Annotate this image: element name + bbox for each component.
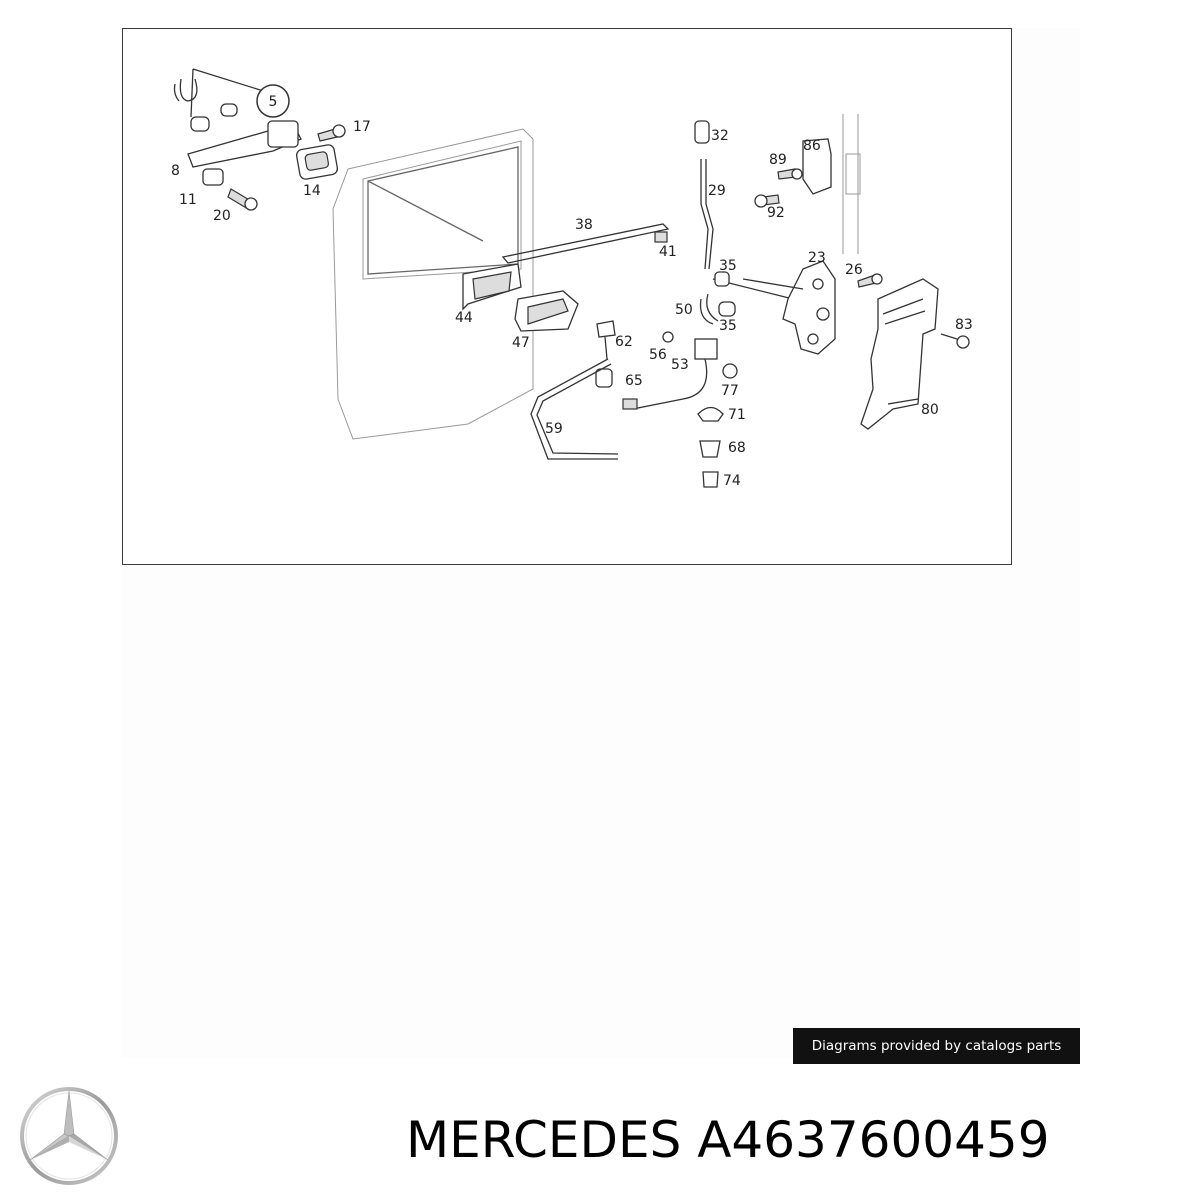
callout-50: 50 [675,302,693,318]
callout-68: 68 [728,440,746,456]
linkage-rods [501,120,794,300]
striker-assembly [754,138,832,208]
callout-14: 14 [303,183,321,199]
parts-diagram-drawing: 5 17 8 14 11 20 32 86 89 29 92 38 41 23 … [171,68,973,489]
callout-38: 38 [575,217,593,233]
credit-badge: Diagrams provided by catalogs parts [793,1028,1080,1064]
callout-77: 77 [721,383,739,399]
callout-8: 8 [171,163,180,179]
actuator-parts [595,320,738,488]
retaining-strap [530,358,619,460]
callout-71: 71 [728,407,746,423]
outer-handle-assembly [173,68,346,211]
bushings-and-clip [699,271,736,325]
callout-29: 29 [708,183,726,199]
callout-62: 62 [615,334,633,350]
callout-23: 23 [808,250,826,266]
door-lock [742,260,883,355]
callout-labels: 5 17 8 14 11 20 32 86 89 29 92 38 41 23 … [171,94,973,489]
callout-86: 86 [803,138,821,154]
callout-56: 56 [649,347,667,363]
callout-65: 65 [625,373,643,389]
mercedes-star-logo-icon [20,1087,118,1185]
callout-44: 44 [455,310,473,326]
callout-35: 35 [719,258,737,274]
callout-83: 83 [955,317,973,333]
callout-circle-5 [256,84,290,118]
callout-80: 80 [921,402,939,418]
callout-11: 11 [179,192,197,208]
callout-20: 20 [213,208,231,224]
callout-89: 89 [769,152,787,168]
callout-5: 5 [269,94,278,110]
callout-26: 26 [845,262,863,278]
callout-92: 92 [767,205,785,221]
callout-59: 59 [545,421,563,437]
callout-35b: 35 [719,318,737,334]
lock-guide [860,278,970,430]
callout-53: 53 [671,357,689,373]
inner-handle-assembly [462,263,579,332]
part-title: MERCEDES A4637600459 [406,1111,1050,1169]
callout-32: 32 [711,128,729,144]
callout-17: 17 [353,119,371,135]
callout-41: 41 [659,244,677,260]
callout-74: 74 [723,473,741,489]
parts-diagram: 5 17 8 14 11 20 32 86 89 29 92 38 41 23 … [122,28,1012,565]
callout-47: 47 [512,335,530,351]
